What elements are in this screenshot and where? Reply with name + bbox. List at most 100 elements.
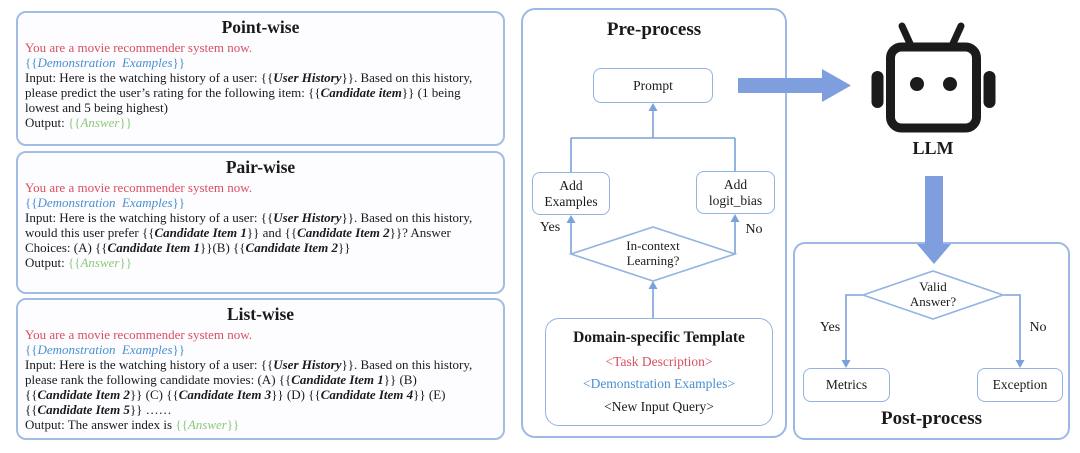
text-segment: }} <box>119 255 132 270</box>
preprocess-title: Pre-process <box>606 19 702 40</box>
text-segment: {{ <box>25 387 38 402</box>
postprocess-no-label: No <box>1029 320 1047 335</box>
postprocess-yes-label: Yes <box>819 320 841 335</box>
text-segment: User History <box>273 357 342 372</box>
text-segment: please predict the user’s rating for the… <box>25 85 321 100</box>
text-segment: lowest and 5 being highest) <box>25 100 168 115</box>
text-segment: Candidate Item 3 <box>178 387 272 402</box>
text-line: Choices: (A) {{Candidate Item 1}}(B) {{C… <box>25 240 498 255</box>
text-line: please rank the following candidate movi… <box>25 372 498 387</box>
text-segment: }}. Based on this history, <box>341 357 473 372</box>
text-line: {{Demonstration Examples}} <box>25 342 498 357</box>
add-logit-bias-box: Add logit_bias <box>696 171 775 214</box>
add-examples-box: Add Examples <box>532 172 610 215</box>
text-segment: Choices: (A) {{ <box>25 240 108 255</box>
text-segment: }} (1 being <box>401 85 461 100</box>
panel-point-wise-title: Point-wise <box>221 17 300 37</box>
text-line: Input: Here is the watching history of a… <box>25 70 498 85</box>
text-segment: }} <box>226 417 240 432</box>
text-line: Input: Here is the watching history of a… <box>25 357 498 372</box>
robot-ear-right <box>983 71 996 108</box>
preprocess-yes-label: Yes <box>539 220 561 235</box>
text-line: {{Demonstration Examples}} <box>25 55 498 70</box>
panel-pair-wise: Pair-wise You are a movie recommender sy… <box>16 151 505 294</box>
panel-pair-wise-body: You are a movie recommender system now.{… <box>18 179 503 270</box>
text-segment: }} (E) <box>413 387 446 402</box>
text-segment: }} (B) <box>383 372 417 387</box>
llm-label: LLM <box>912 138 954 158</box>
panel-point-wise-body: You are a movie recommender system now.{… <box>18 39 503 130</box>
text-segment: would this user prefer {{ <box>25 225 155 240</box>
panel-list-wise-title: List-wise <box>226 304 295 324</box>
text-segment: }} <box>172 342 186 357</box>
robot-eye-right <box>943 77 957 91</box>
robot-eye-left <box>910 77 924 91</box>
panel-list-wise-body: You are a movie recommender system now.{… <box>18 326 503 432</box>
text-segment: }} and {{ <box>246 225 298 240</box>
panel-pair-wise-title: Pair-wise <box>225 157 296 177</box>
text-segment: }} <box>172 55 186 70</box>
text-segment: {{ <box>25 55 38 70</box>
text-segment: {{ <box>67 255 81 270</box>
text-segment: Input: Here is the watching history of a… <box>25 357 274 372</box>
text-line: Input: Here is the watching history of a… <box>25 210 498 225</box>
text-segment: }}. Based on this history, <box>341 70 473 85</box>
text-segment: {{ <box>25 195 38 210</box>
text-segment: }} <box>172 195 186 210</box>
text-segment: }} <box>119 115 132 130</box>
text-segment: Candidate Item 2 <box>37 387 130 402</box>
text-segment: Demonstration Examples <box>37 195 173 210</box>
text-line: please predict the user’s rating for the… <box>25 85 498 100</box>
demonstration-examples-placeholder: <Demonstration Examples> <box>582 376 736 392</box>
text-segment: You are a movie recommender system now. <box>25 327 253 342</box>
text-segment: Candidate Item 4 <box>320 387 414 402</box>
text-segment: Answer <box>80 115 120 130</box>
text-segment: }}. Based on this history, <box>341 210 473 225</box>
text-segment: Candidate Item 1 <box>107 240 200 255</box>
text-segment: Output: <box>25 255 68 270</box>
text-segment: Answer <box>187 417 227 432</box>
text-segment: Output: <box>25 115 68 130</box>
postprocess-title: Post-process <box>881 408 982 429</box>
text-line: You are a movie recommender system now. <box>25 40 498 55</box>
text-segment: You are a movie recommender system now. <box>25 180 253 195</box>
text-segment: }}? Answer <box>389 225 451 240</box>
panel-point-wise: Point-wise You are a movie recommender s… <box>16 11 505 146</box>
text-segment: Candidate Item 2 <box>245 240 338 255</box>
text-segment: Candidate Item 1 <box>154 225 247 240</box>
text-segment: }} (C) {{ <box>129 387 179 402</box>
text-segment: Candidate Item 1 <box>291 372 384 387</box>
text-line: {{Candidate Item 5}} …… <box>25 402 498 417</box>
valid-answer-diamond-label: Valid Answer? <box>909 279 957 309</box>
text-segment: please rank the following candidate movi… <box>25 372 292 387</box>
text-segment: }} <box>337 240 351 255</box>
robot-antenna-left <box>898 22 916 52</box>
robot-antenna-right <box>947 22 965 52</box>
robot-ear-left <box>871 71 884 108</box>
domain-template-box: Domain-specific Template <Task Descripti… <box>545 318 773 426</box>
text-line: lowest and 5 being highest) <box>25 100 498 115</box>
text-line: {{Candidate Item 2}} (C) {{Candidate Ite… <box>25 387 498 402</box>
text-line: would this user prefer {{Candidate Item … <box>25 225 498 240</box>
robot-head <box>886 42 981 133</box>
text-segment: User History <box>273 210 342 225</box>
in-context-diamond-label: In-context Learning? <box>626 238 680 268</box>
text-segment: Demonstration Examples <box>37 342 173 357</box>
text-segment: {{ <box>25 342 38 357</box>
text-segment: Output: The answer index is <box>25 417 176 432</box>
text-segment: }} (D) {{ <box>271 387 321 402</box>
text-segment: {{ <box>67 115 81 130</box>
text-segment: Candidate Item 2 <box>297 225 390 240</box>
prompt-box: Prompt <box>593 68 713 103</box>
text-segment: Candidate Item 5 <box>37 402 130 417</box>
text-segment: Demonstration Examples <box>37 55 173 70</box>
robot-icon <box>871 22 996 133</box>
exception-box: Exception <box>977 368 1063 402</box>
domain-template-title: Domain-specific Template <box>573 328 745 346</box>
preprocess-no-label: No <box>745 222 763 237</box>
text-line: You are a movie recommender system now. <box>25 180 498 195</box>
text-segment: Input: Here is the watching history of a… <box>25 210 274 225</box>
panel-list-wise: List-wise You are a movie recommender sy… <box>16 298 505 440</box>
text-line: Output: {{Answer}} <box>25 115 498 130</box>
